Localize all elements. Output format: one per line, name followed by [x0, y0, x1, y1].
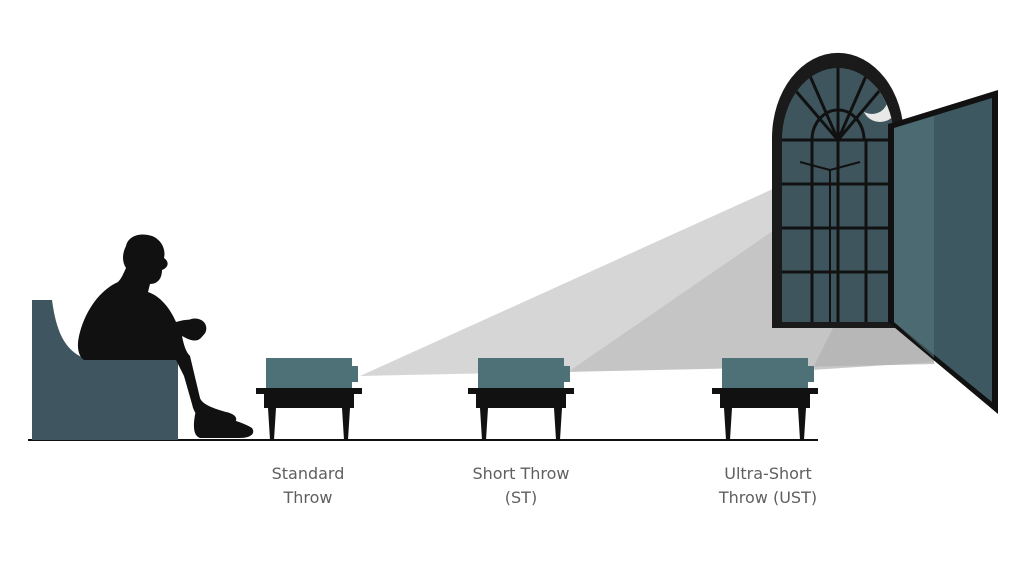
label-ust-line1: Ultra-Short — [724, 464, 812, 483]
table-icon — [256, 388, 362, 440]
projection-screen-icon — [888, 90, 998, 414]
label-standard-throw: Standard Throw — [228, 462, 388, 510]
chair-icon — [32, 300, 178, 440]
table-icon — [468, 388, 574, 440]
projector-icon — [478, 358, 564, 388]
label-short-line2: (ST) — [504, 488, 538, 507]
label-ultra-short-throw: Ultra-Short Throw (UST) — [688, 462, 848, 510]
table-icon — [712, 388, 818, 440]
projector-icon — [266, 358, 352, 388]
arched-window-icon — [772, 52, 904, 328]
label-ust-line2: Throw (UST) — [718, 488, 818, 507]
standard-throw-projector — [256, 358, 362, 440]
label-standard-line2: Throw — [283, 488, 333, 507]
projector-icon — [722, 358, 808, 388]
ultra-short-throw-projector — [712, 358, 818, 440]
label-short-line1: Short Throw — [472, 464, 570, 483]
short-throw-projector — [468, 358, 574, 440]
person-silhouette-icon — [77, 234, 254, 438]
label-standard-line1: Standard — [271, 464, 345, 483]
label-short-throw: Short Throw (ST) — [441, 462, 601, 510]
